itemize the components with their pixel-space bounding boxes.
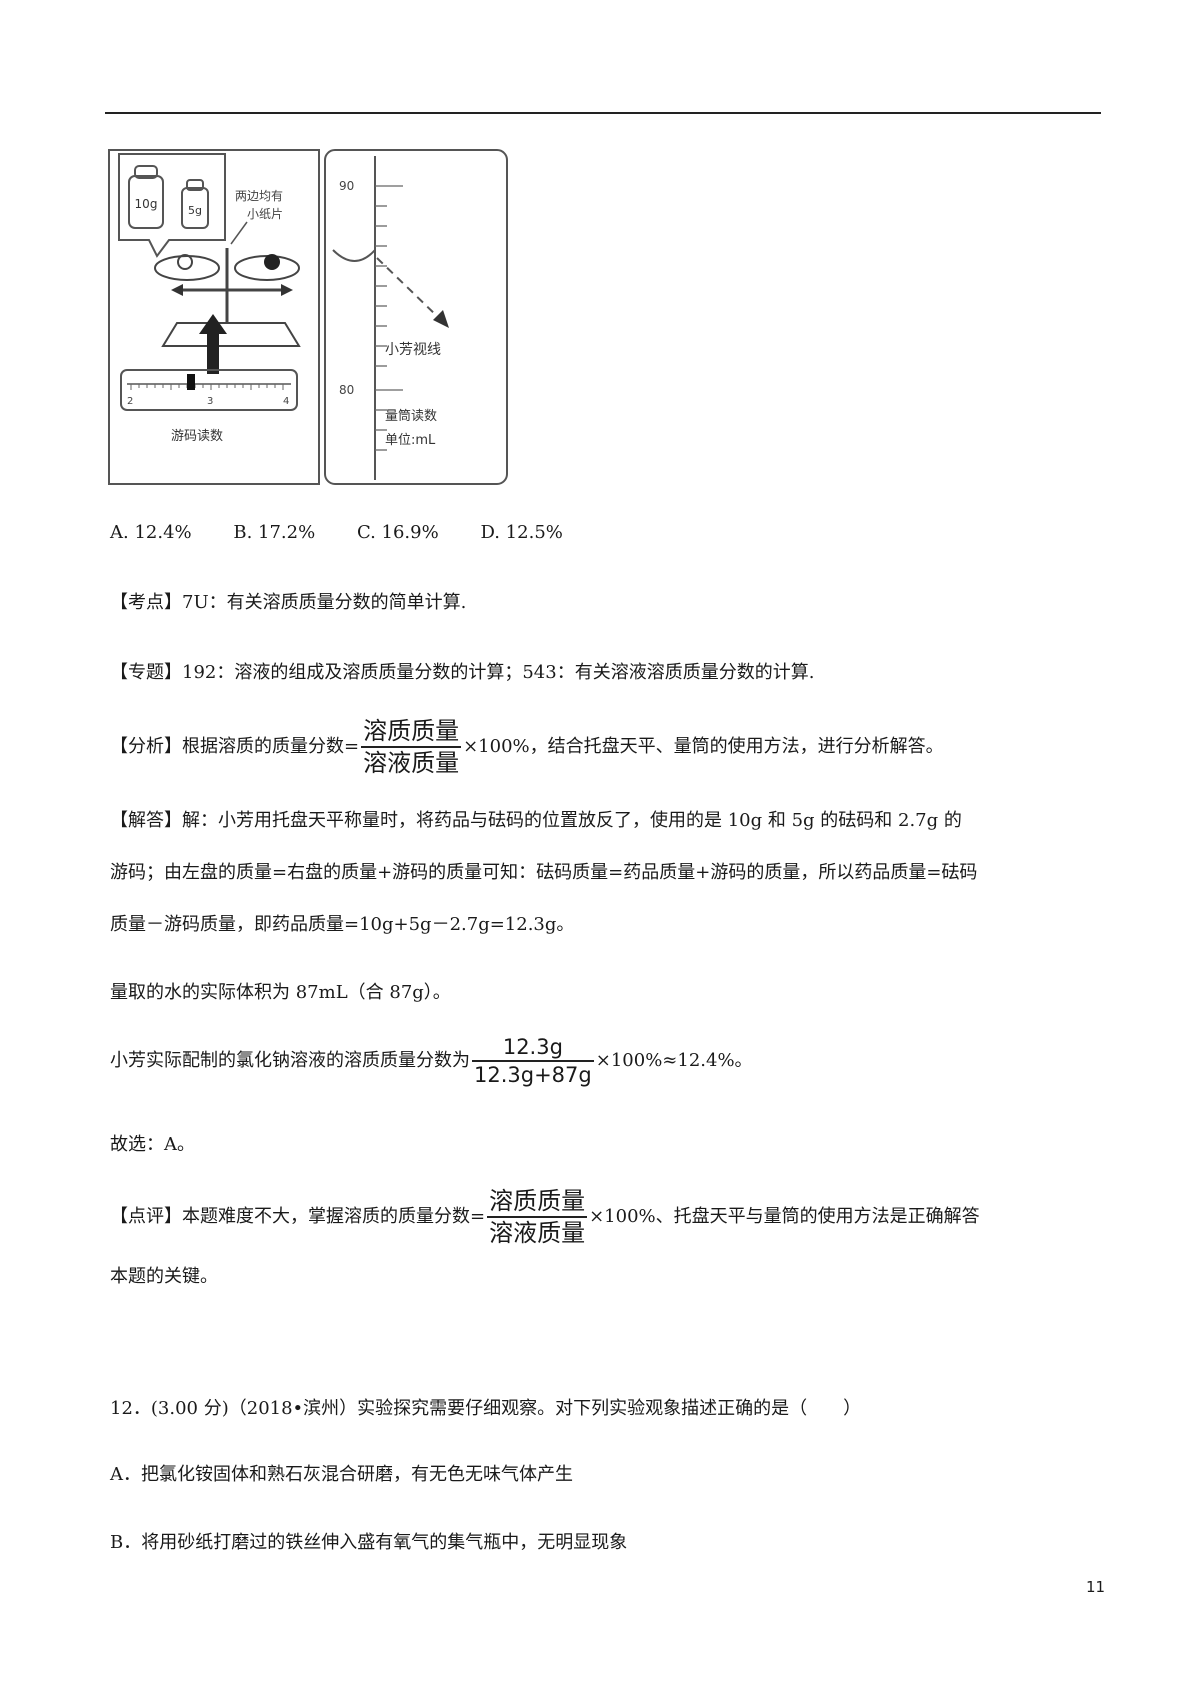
fenxi-fraction: 溶质质量溶液质量 xyxy=(361,717,462,777)
rider-label: 游码读数 xyxy=(171,429,223,444)
svg-text:4: 4 xyxy=(283,396,289,407)
option-a: A. 12.4% xyxy=(110,522,192,543)
answer-line: 故选：A。 xyxy=(110,1134,195,1155)
rider xyxy=(187,374,195,390)
cylinder-label-2: 单位:mL xyxy=(385,433,436,448)
option-d: D. 12.5% xyxy=(480,522,563,543)
answer-options: A. 12.4% B. 17.2% C. 16.9% D. 12.5% xyxy=(110,520,599,546)
question-12-option-a: A．把氯化铵固体和熟石灰混合研磨，有无色无味气体产生 xyxy=(110,1464,573,1485)
weight-10g-label: 10g xyxy=(135,197,158,211)
meniscus xyxy=(332,249,376,262)
sight-line xyxy=(376,257,440,319)
rider-scale xyxy=(120,369,298,411)
balance-base xyxy=(161,322,301,347)
jieda-line-1: 【解答】解：小芳用托盘天平称量时，将药品与砝码的位置放反了，使用的是 10g 和… xyxy=(110,810,962,831)
question-12-option-b: B．将用砂纸打磨过的铁丝伸入盛有氧气的集气瓶中，无明显现象 xyxy=(110,1532,628,1553)
question-12-stem: 12．(3.00 分)（2018•滨州）实验探究需要仔细观察。对下列实验观象描述… xyxy=(110,1398,862,1419)
kaodian-line: 【考点】7U：有关溶质质量分数的简单计算. xyxy=(110,592,467,613)
cylinder-tick-90: 90 xyxy=(339,179,354,193)
jieda-line-3: 质量－游码质量，即药品质量=10g+5g－2.7g=12.3g。 xyxy=(110,914,575,935)
header-rule xyxy=(105,112,1101,114)
svg-text:3: 3 xyxy=(207,396,213,407)
cylinder-label-1: 量筒读数 xyxy=(385,408,437,424)
zhuanti-line: 【专题】192：溶液的组成及溶质质量分数的计算；543：有关溶液溶质质量分数的计… xyxy=(110,662,815,683)
water-volume-line: 量取的水的实际体积为 87mL（合 87g）。 xyxy=(110,982,451,1003)
sight-label: 小芳视线 xyxy=(385,341,441,358)
cylinder-tick-80: 80 xyxy=(339,383,354,397)
cylinder-panel xyxy=(324,149,508,485)
dianping-line: 【点评】本题难度不大，掌握溶质的质量分数=溶质质量溶液质量×100%、托盘天平与… xyxy=(110,1187,980,1247)
weight-5g xyxy=(181,187,209,229)
dianping-fraction: 溶质质量溶液质量 xyxy=(487,1187,588,1247)
weight-5g-label: 5g xyxy=(188,204,202,217)
dianping-line-2: 本题的关键。 xyxy=(110,1266,218,1287)
weights-callout xyxy=(118,153,226,258)
fenxi-line: 【分析】根据溶质的质量分数=溶质质量溶液质量×100%，结合托盘天平、量筒的使用… xyxy=(110,717,944,777)
balance-panel xyxy=(108,149,320,485)
svg-text:2: 2 xyxy=(127,396,133,407)
callout-line2: 小纸片 xyxy=(247,207,283,221)
balance-cylinder-figure: 10g 5g 两边均有 小纸片 2 3 4 游码读数 90 80 xyxy=(108,149,508,485)
option-c: C. 16.9% xyxy=(356,522,439,543)
option-b: B. 17.2% xyxy=(233,522,316,543)
page-number: 11 xyxy=(1086,1578,1106,1596)
callout-line1: 两边均有 xyxy=(235,189,283,203)
weight-10g xyxy=(128,175,164,229)
jieda-line-2: 游码；由左盘的质量=右盘的质量+游码的质量可知：砝码质量=药品质量+游码的质量，… xyxy=(110,862,978,883)
